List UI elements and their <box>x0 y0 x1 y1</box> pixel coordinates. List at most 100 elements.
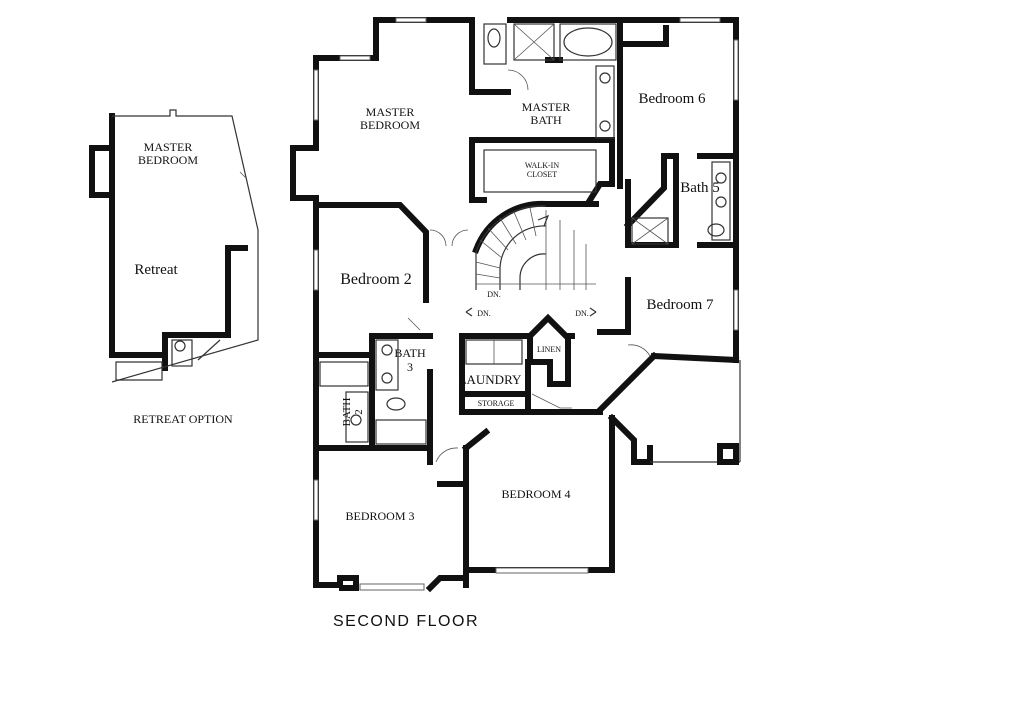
bedroom4-angled-entry <box>461 427 491 453</box>
retreat-tub <box>115 361 163 381</box>
master-bay-window <box>290 145 319 201</box>
window <box>395 17 427 23</box>
master-double-doors <box>429 229 469 247</box>
bedroom4-angled-wall <box>607 413 653 465</box>
stair-curved-wall <box>472 200 599 254</box>
bedroom3-east-wall <box>427 445 469 581</box>
bedroom3-corner-sw <box>337 575 359 591</box>
window <box>313 479 319 521</box>
deck-post <box>717 443 739 465</box>
hall-arrow-right <box>589 307 597 317</box>
staircase <box>475 205 596 290</box>
hall-dn-right-label: DN. <box>575 309 589 318</box>
hall-arrow-left <box>465 307 473 317</box>
walk-in-closet-shelves <box>483 149 597 193</box>
window <box>313 249 319 291</box>
north-wall-master-bedroom <box>313 17 473 61</box>
west-wall <box>313 55 343 588</box>
retreat-outline <box>112 109 259 300</box>
retreat-master-bedroom-label-1: MASTER <box>144 140 193 154</box>
bath5-label: Bath 5 <box>680 180 720 196</box>
retreat-south-outline <box>111 300 259 383</box>
bedroom2-north-wall <box>313 202 429 303</box>
master-bedroom-label-1: MASTER <box>366 105 415 119</box>
retreat-door-arc <box>197 339 221 361</box>
bath2-label-1: BATH <box>341 398 353 427</box>
storage-label: STORAGE <box>478 399 515 408</box>
floor-title: SECOND FLOOR <box>333 613 479 630</box>
retreat-option-plan: MASTER BEDROOM Retreat RETREAT OPTION <box>89 109 259 426</box>
bath5-angled-wall <box>623 153 667 230</box>
linen-angled-wall <box>525 313 571 341</box>
stair-dn-label: DN. <box>487 290 501 299</box>
master-tub <box>559 23 617 61</box>
bath2-tub <box>319 361 369 387</box>
master-toilet <box>487 28 501 48</box>
closet-east-wall <box>585 137 615 205</box>
laundry-north-wall <box>459 333 575 387</box>
master-toilet-room <box>483 23 507 65</box>
master-bath-label-1: MASTER <box>522 100 571 114</box>
bath2-vanity <box>345 391 369 443</box>
bedroom3-label: BEDROOM 3 <box>345 509 414 523</box>
bath5-walls <box>697 153 739 248</box>
retreat-bay-window <box>89 145 115 198</box>
laundry-door <box>531 393 572 409</box>
bedroom6-closet-notch <box>617 25 669 47</box>
window <box>495 567 589 574</box>
master-tub-basin <box>563 27 613 57</box>
bath5-toilet <box>707 223 725 237</box>
master-bedroom-label-2: BEDROOM <box>360 118 420 132</box>
retreat-inner-wall <box>162 245 248 338</box>
bath3-toilet <box>386 397 406 411</box>
window <box>679 17 721 23</box>
retreat-toilet <box>174 340 186 352</box>
bedroom2-door <box>407 317 421 331</box>
master-bath-west-wall <box>469 17 511 95</box>
bath3-sink-2 <box>381 372 393 384</box>
bath3-vanity <box>375 339 399 391</box>
bedroom7-south-wall <box>650 352 740 364</box>
laundry-walls <box>459 333 531 415</box>
master-sink-2 <box>599 120 611 132</box>
bedroom7-angled-wall <box>595 351 659 415</box>
bath5-closet-xbox <box>631 217 669 245</box>
bedroom2-label: Bedroom 2 <box>340 271 412 288</box>
walk-in-closet-label-1: WALK-IN <box>525 161 559 170</box>
master-vanity <box>595 65 615 139</box>
laundry-label: LAUNDRY <box>459 372 522 387</box>
window <box>733 289 739 331</box>
master-shower <box>513 23 555 61</box>
bedroom7-label: Bedroom 7 <box>646 297 714 313</box>
bath3-label-2: 3 <box>407 360 413 374</box>
bath5-vanity <box>711 161 731 241</box>
linen-label: LINEN <box>537 345 561 354</box>
master-bath-label-2: BATH <box>530 113 562 127</box>
master-bath-north-wall <box>507 17 623 189</box>
walk-in-closet-label-2: CLOSET <box>527 170 557 179</box>
window <box>339 55 371 61</box>
bath3-tub <box>375 419 427 445</box>
retreat-label: Retreat <box>134 262 178 278</box>
master-shower-x <box>513 23 555 61</box>
bedroom7-west-wall <box>597 277 631 335</box>
window <box>313 69 319 121</box>
bedroom7-door-arc <box>627 344 651 357</box>
window <box>359 583 425 591</box>
bath3-label-1: BATH <box>394 346 426 360</box>
retreat-vanity <box>171 339 193 367</box>
retreat-master-bedroom-label-2: BEDROOM <box>138 153 198 167</box>
bedroom3-corner-se <box>425 575 469 593</box>
bedroom4-label: BEDROOM 4 <box>501 487 570 501</box>
window <box>733 39 739 101</box>
hall-dn-left-label: DN. <box>477 309 491 318</box>
second-floor-plan: DN. <box>290 17 741 630</box>
bedroom3-door-arc <box>435 447 459 463</box>
bath2-label-2: 2 <box>353 409 365 415</box>
bedroom6-label: Bedroom 6 <box>638 91 706 107</box>
retreat-option-caption: RETREAT OPTION <box>133 412 233 426</box>
bath5-closet-wall <box>625 153 679 248</box>
bath2-sink <box>350 414 362 426</box>
master-bath-door-arc <box>507 69 529 91</box>
